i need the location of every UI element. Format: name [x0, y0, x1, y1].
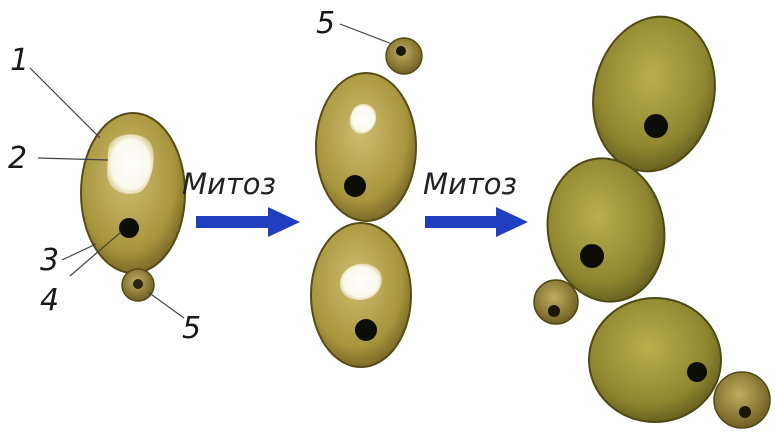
stage-1-cell: [81, 113, 185, 301]
mitosis-label-1: Митоз: [182, 167, 276, 201]
label-5-top-leader: [340, 24, 392, 44]
nucleus-upper: [344, 175, 366, 197]
bud-top-nucleus: [396, 46, 406, 56]
label-1: 1: [10, 43, 29, 78]
mitosis-label-2: Митоз: [423, 167, 517, 201]
corner-bud: [714, 372, 770, 428]
label-5-top: 5: [316, 6, 335, 41]
upper-cell: [316, 73, 416, 221]
label-3: 3: [40, 243, 59, 278]
side-bud-nucleus: [548, 305, 560, 317]
top-cell-nucleus: [644, 114, 668, 138]
label-5-left: 5: [182, 311, 201, 346]
lower-cell: [589, 298, 721, 422]
nucleus-lower: [355, 319, 377, 341]
nucleus: [119, 218, 139, 238]
arrow-right-icon: [196, 207, 300, 237]
label-2: 2: [8, 141, 27, 176]
top-cell: [579, 5, 729, 183]
label-4: 4: [40, 283, 59, 318]
stage-3-cells: [534, 5, 770, 428]
corner-bud-nucleus: [739, 406, 751, 418]
middle-cell-nucleus: [580, 244, 604, 268]
arrow-right-icon: [425, 207, 528, 237]
stage-2-cells: [311, 38, 422, 367]
lower-cell-nucleus: [687, 362, 707, 382]
mitosis-arrow-2: Митоз: [423, 167, 528, 237]
bud-nucleus: [133, 279, 143, 289]
side-bud: [534, 280, 578, 324]
mitosis-arrow-1: Митоз: [182, 167, 300, 237]
